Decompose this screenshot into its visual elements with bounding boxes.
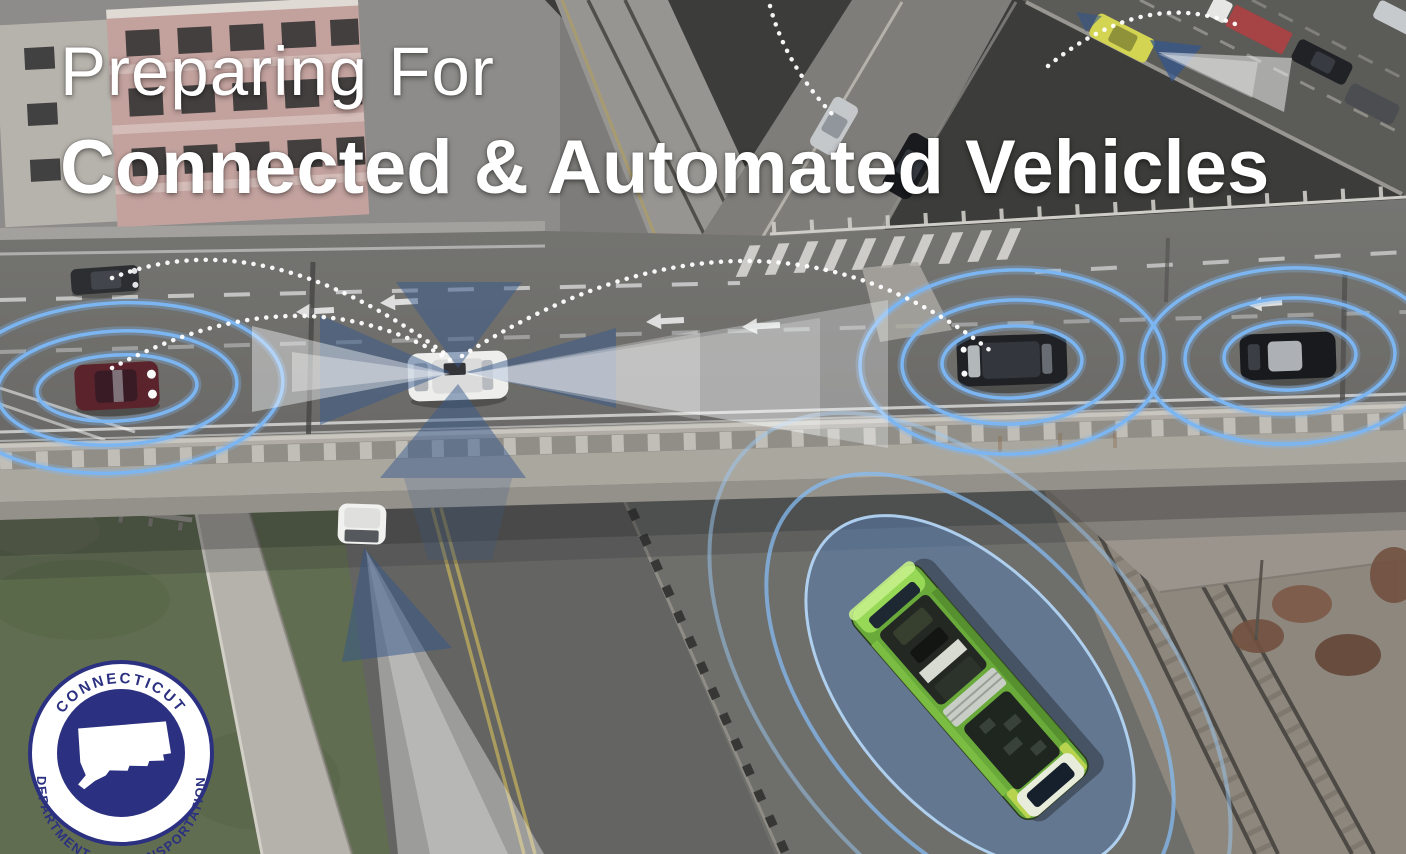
yellow-car bbox=[1089, 13, 1155, 63]
rail-corridor bbox=[555, 0, 778, 239]
connected-black-suv bbox=[956, 333, 1068, 394]
v2v-dotted-links bbox=[109, 3, 1243, 371]
gray-car-highway bbox=[1344, 83, 1400, 125]
black-car-highway bbox=[1291, 39, 1353, 85]
guardrail-posts bbox=[615, 482, 791, 854]
title-line-1: Preparing For bbox=[60, 33, 495, 110]
roadside-railing bbox=[769, 185, 1406, 236]
shrubs bbox=[1232, 547, 1406, 676]
utility-pole bbox=[305, 261, 316, 453]
light-pole bbox=[1339, 269, 1348, 421]
underpass-road bbox=[336, 478, 775, 854]
sensor-cones-center-sedan bbox=[252, 282, 888, 560]
shuttle-bus bbox=[848, 558, 1104, 822]
white-car-underpass bbox=[337, 503, 387, 545]
retaining-wall bbox=[190, 480, 352, 854]
black-car-ramp bbox=[882, 132, 938, 200]
sensor-cone-yellow-car bbox=[1076, 12, 1292, 112]
v2v-rings-suv bbox=[855, 265, 1169, 459]
silver-car-ramp bbox=[810, 96, 858, 156]
bus-detection-rings bbox=[707, 410, 1233, 854]
truck-red-trailer bbox=[1206, 0, 1293, 55]
v2v-rings-black-sedan bbox=[1137, 263, 1406, 449]
white-car-highway bbox=[1373, 0, 1406, 36]
logo-outer-ring bbox=[28, 660, 214, 846]
signal-pole bbox=[1164, 237, 1170, 303]
ctdot-logo: CONNECTICUT DEPARTMENT OF TRANSPORTATION bbox=[28, 660, 214, 854]
parking-garage-building bbox=[0, 0, 370, 228]
small-dark-car bbox=[70, 265, 140, 299]
slide-title: Preparing For Connected & Automated Vehi… bbox=[60, 33, 1270, 211]
sensor-cone-underpass bbox=[342, 548, 544, 854]
title-line-2: Connected & Automated Vehicles bbox=[60, 125, 1270, 211]
elevated-highway bbox=[1022, 0, 1406, 196]
logo-state-shape bbox=[78, 721, 172, 790]
connected-black-sedan bbox=[1239, 331, 1337, 387]
bus-assembly bbox=[707, 410, 1233, 854]
v2v-rings-maroon-car bbox=[0, 298, 288, 478]
maroon-car bbox=[74, 361, 161, 417]
